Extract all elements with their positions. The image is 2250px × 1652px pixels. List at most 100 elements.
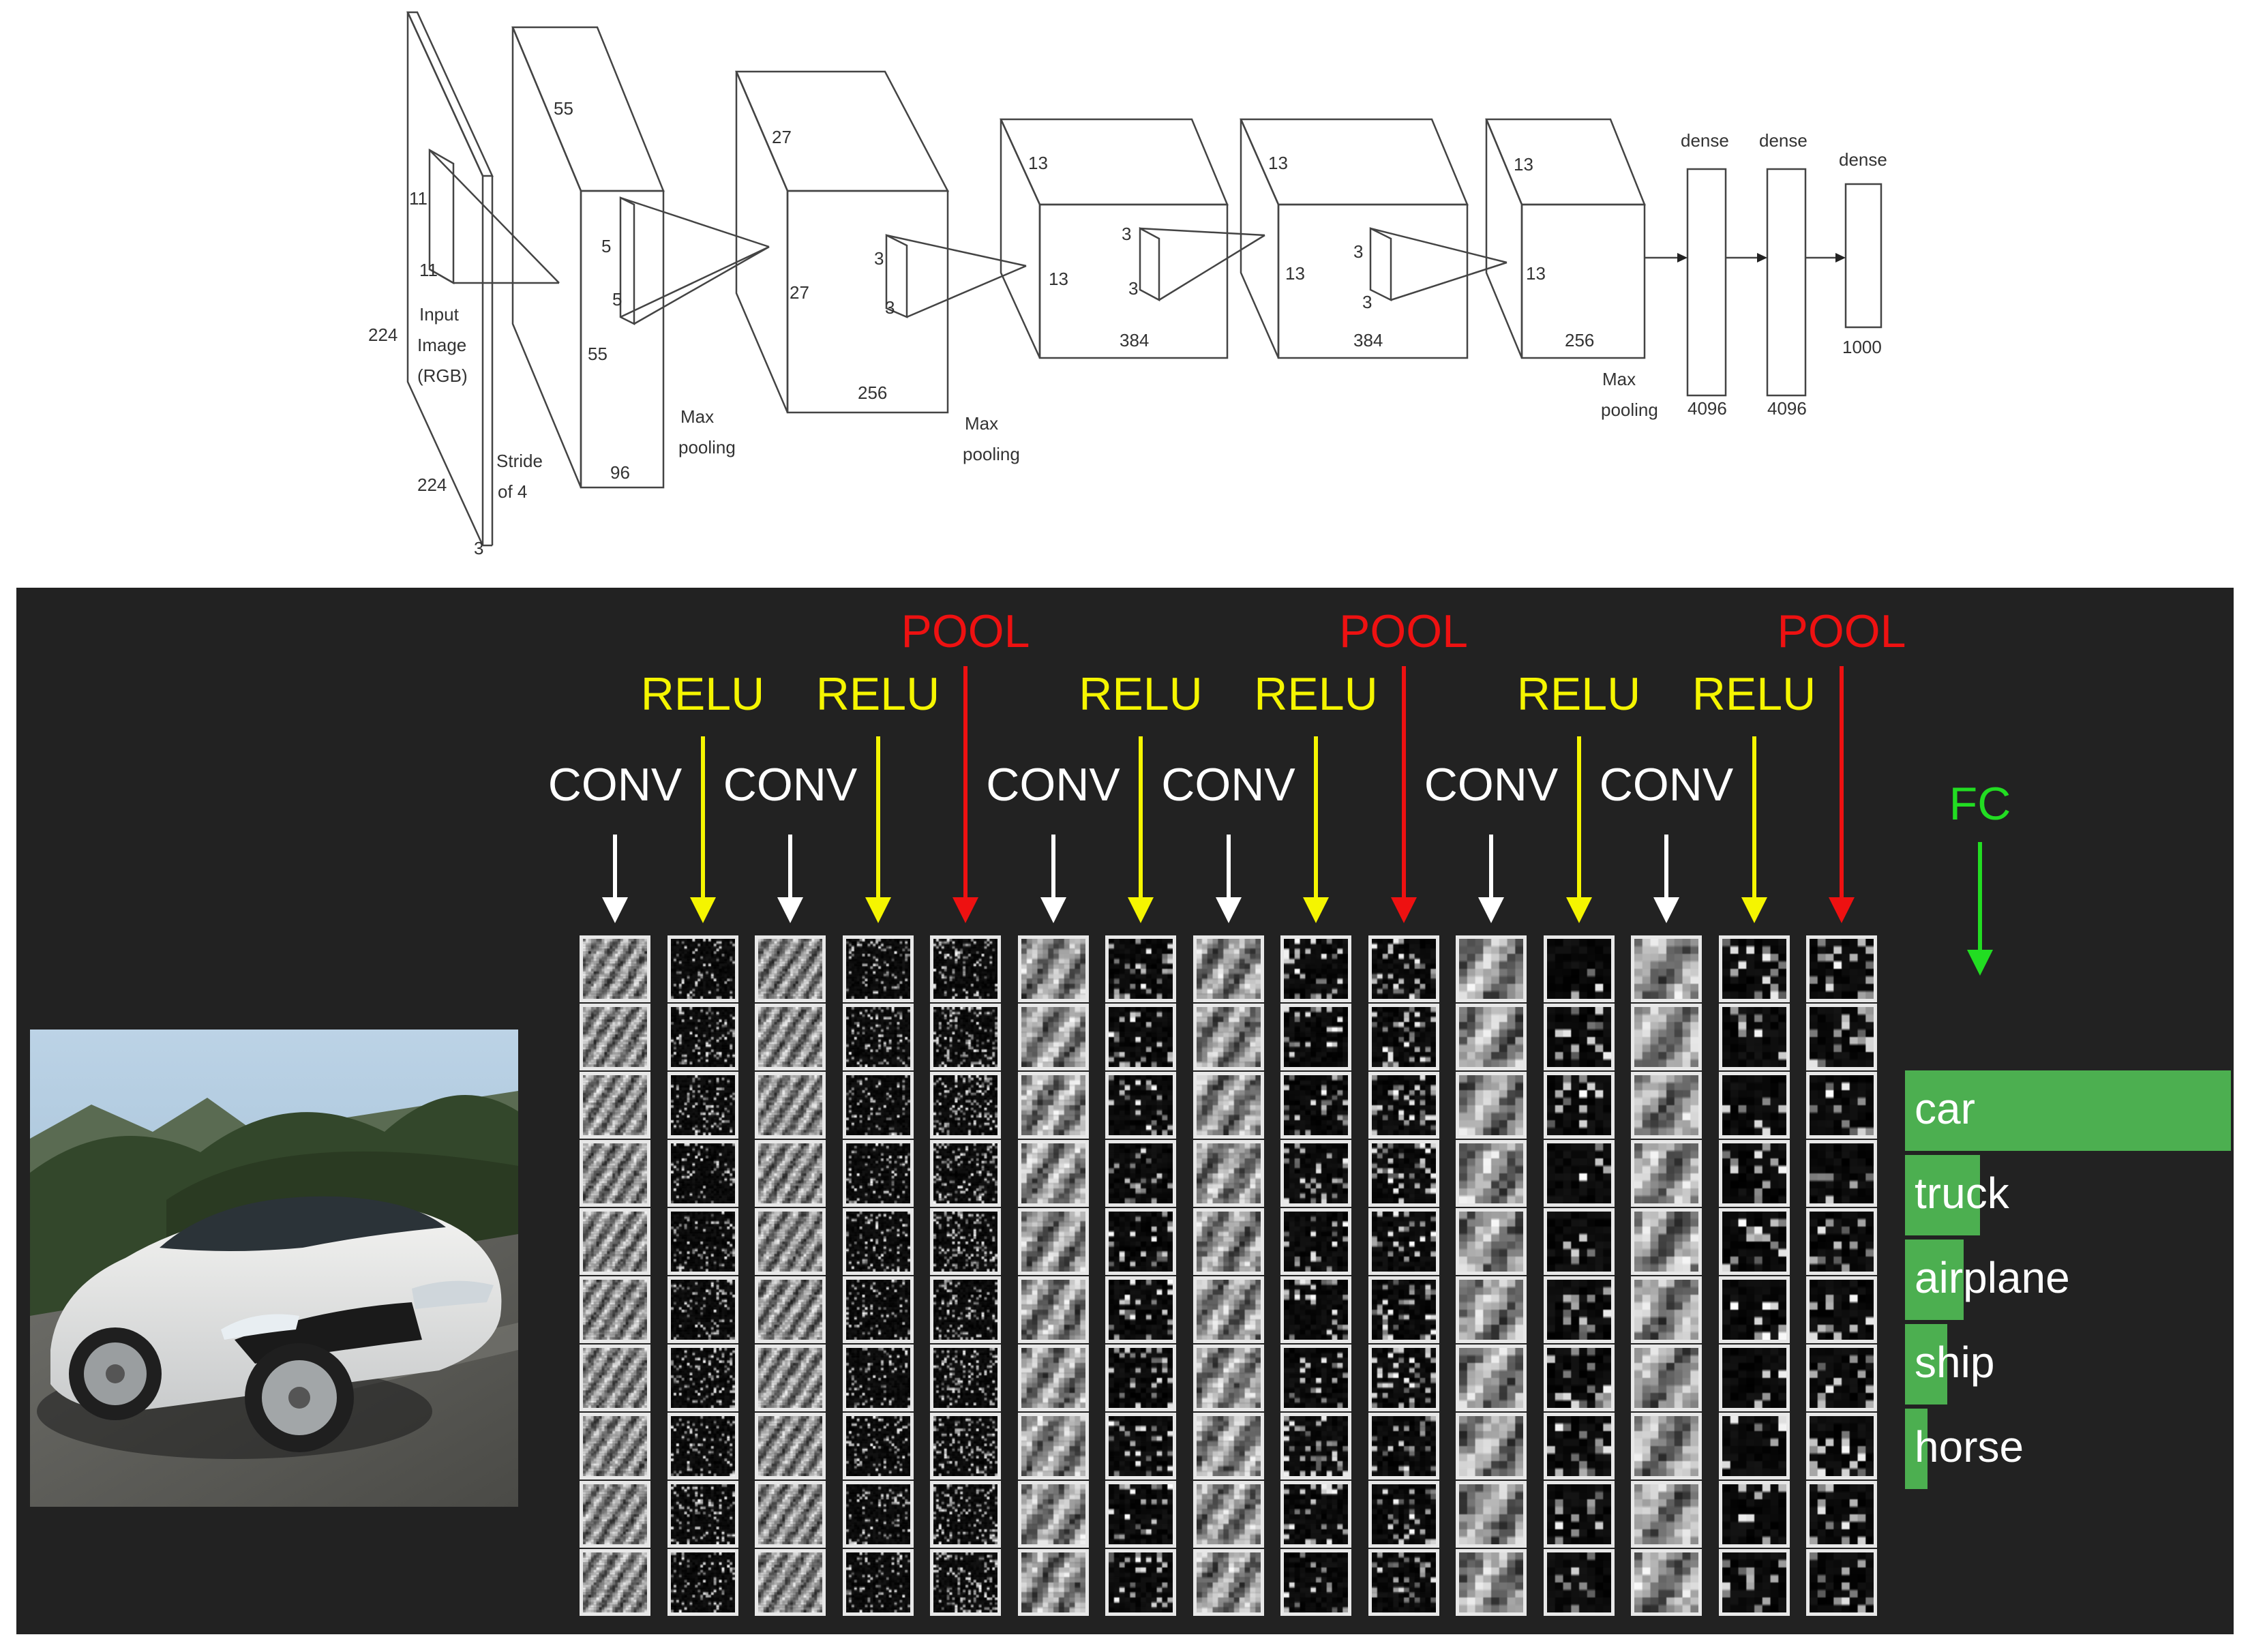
feature-map [667,935,738,1002]
feature-map [1806,1072,1877,1139]
feature-map [1017,1140,1089,1207]
feature-map [1806,1004,1877,1070]
arrow-conv-11-shaft [1489,835,1493,900]
feature-map [1631,1481,1702,1548]
class-label-car: car [1915,1084,1975,1133]
feature-map [667,1413,738,1480]
arrow-relu-9-shaft [1314,736,1318,900]
feature-map [1105,1413,1176,1480]
feature-map [930,1208,1001,1275]
input-car-photo [30,1030,518,1507]
feature-map [842,1140,914,1207]
feature-map [1105,1276,1176,1343]
arrow-pool-5-head [952,897,978,923]
feature-map [1280,935,1351,1002]
feature-map [1280,1140,1351,1207]
alexnet-architecture-diagram: 224 224 3 11 11 Input Image (RGB) Stride… [368,11,1887,558]
feature-map [930,1140,1001,1207]
class-score-bar-car [1905,1070,2231,1151]
feature-map [1806,1345,1877,1411]
feature-map [842,1276,914,1343]
feature-map [1105,1481,1176,1548]
feature-map [842,935,914,1002]
arrow-relu-7-head [1128,897,1154,923]
pool2-label-2: pooling [963,444,1020,464]
feature-map [1718,1413,1790,1480]
feature-map [1631,1549,1702,1616]
arrow-conv-8-head [1215,897,1242,923]
feature-map [1105,935,1176,1002]
stage-label-relu-9: RELU [1254,668,1378,720]
class-label-truck: truck [1915,1169,2009,1218]
arrow-conv-1-head [602,897,628,923]
arrow-relu-12-head [1565,897,1592,923]
feature-map [1017,1004,1089,1070]
feature-map [1718,1140,1790,1207]
feature-map [930,1481,1001,1548]
dense-label-fc8: dense [1839,149,1887,170]
feature-map [1806,1140,1877,1207]
arrow-fc-shaft [1978,842,1982,952]
arrow-fc-head [1967,950,1993,976]
feature-map [1105,1072,1176,1139]
feature-map [1368,1549,1439,1616]
feature-map [842,1481,914,1548]
feature-map [1105,1549,1176,1616]
feature-map [1631,1208,1702,1275]
feature-map [1368,935,1439,1002]
feature-map [580,1140,650,1207]
feature-map [667,1549,738,1616]
arrow-pool-10-head [1390,897,1417,923]
class-label-horse: horse [1915,1422,2024,1471]
fc7-size-label: 4096 [1767,398,1807,419]
feature-map [1718,935,1790,1002]
conv4-top-label: 13 [1268,153,1288,173]
feature-map [755,1413,826,1480]
stage-label-relu-7: RELU [1079,668,1203,720]
pool2-label-1: Max [965,413,998,434]
feature-map [1192,1072,1264,1139]
pool3-label-2: pooling [1601,400,1658,420]
conv2-side-label: 27 [790,282,809,303]
feature-map [755,1004,826,1070]
arrow-conv-6-shaft [1051,835,1055,900]
stage-label-pool-5: POOL [901,605,1030,657]
arrow-pool-10-shaft [1401,666,1406,900]
feature-map [1192,1413,1264,1480]
feature-map [1718,1481,1790,1548]
arrow-conv-1-shaft [613,835,617,900]
arrow-relu-9-head [1303,897,1329,923]
arrow-relu-14-head [1741,897,1767,923]
arrow-conv-6-head [1040,897,1066,923]
arrow-relu-2-head [689,897,716,923]
feature-map [580,1413,650,1480]
conv4-side-label: 13 [1285,263,1305,284]
feature-map [1368,1140,1439,1207]
conv4-kernel-b-label: 3 [1362,292,1372,312]
feature-map [667,1004,738,1070]
feature-map [842,1413,914,1480]
feature-map [1017,1481,1089,1548]
feature-map [1280,1345,1351,1411]
feature-map [930,1072,1001,1139]
feature-map [755,935,826,1002]
feature-map [930,1549,1001,1616]
feature-map [1105,1140,1176,1207]
input-kernel-a-label: 11 [409,188,427,209]
feature-map [1806,1413,1877,1480]
feature-map [580,1072,650,1139]
arrow-conv-13-head [1653,897,1679,923]
feature-map [1105,1345,1176,1411]
conv4-kernel-a-label: 3 [1353,241,1363,262]
feature-map [755,1549,826,1616]
arrow-relu-12-shaft [1576,736,1581,900]
fc-label: FC [1949,778,2011,830]
feature-map [1631,935,1702,1002]
stage-label-conv-6: CONV [986,759,1120,811]
feature-map [667,1072,738,1139]
feature-map [1543,1004,1615,1070]
conv5-side-label: 13 [1526,263,1546,284]
input-kernel-b-label: 11 [419,260,438,280]
feature-map [667,1345,738,1411]
feature-map [1806,1276,1877,1343]
